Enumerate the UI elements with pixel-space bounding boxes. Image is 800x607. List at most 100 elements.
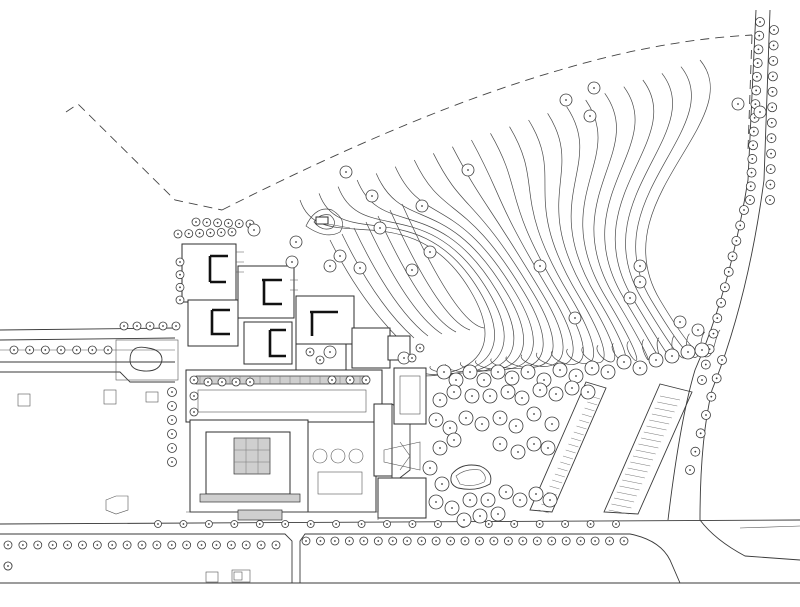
pond	[450, 464, 492, 490]
parking-stall	[622, 479, 643, 485]
tree	[583, 109, 597, 123]
tree	[422, 460, 438, 476]
contour-line	[509, 126, 594, 365]
tree	[446, 432, 462, 448]
tree	[664, 348, 680, 364]
tree	[25, 345, 35, 355]
tree	[716, 297, 726, 308]
roads	[0, 9, 800, 584]
tree	[739, 205, 749, 215]
parking-stall	[635, 449, 656, 455]
contour-line	[377, 215, 457, 333]
tree	[345, 375, 355, 385]
tree	[444, 500, 460, 516]
tree	[231, 377, 241, 387]
tree	[179, 520, 188, 528]
parking-lots	[529, 381, 693, 515]
tree	[3, 540, 13, 550]
tree	[526, 436, 542, 452]
tree	[417, 536, 427, 546]
tree	[92, 540, 102, 550]
tree	[432, 440, 448, 456]
tree	[731, 97, 745, 111]
tree	[680, 344, 696, 360]
contour-line	[337, 186, 505, 374]
tree	[383, 520, 391, 528]
contour-line	[593, 93, 649, 361]
oval-plaza	[115, 339, 179, 381]
tree	[535, 520, 544, 528]
tree	[564, 380, 580, 396]
tree	[632, 360, 648, 376]
tree	[697, 375, 707, 385]
tree	[706, 391, 717, 402]
tree	[691, 323, 705, 337]
tree	[752, 71, 762, 82]
tree	[561, 520, 570, 528]
tree	[542, 492, 558, 508]
tree	[500, 384, 516, 400]
tree	[333, 249, 347, 263]
tree	[223, 218, 233, 228]
tree	[167, 429, 177, 439]
tree	[189, 407, 199, 417]
tree	[122, 540, 132, 550]
tree	[87, 345, 97, 355]
tree	[436, 364, 452, 380]
tree	[339, 165, 353, 179]
tree	[173, 229, 183, 239]
parking-stall	[649, 419, 670, 425]
contour-line	[452, 146, 564, 367]
tree	[247, 223, 261, 237]
tree	[766, 133, 777, 144]
tree	[306, 520, 315, 528]
parking-stall	[552, 479, 563, 484]
contour-line	[490, 133, 584, 365]
tree	[78, 540, 87, 550]
tree	[526, 406, 542, 422]
tree	[503, 536, 513, 546]
tree	[633, 275, 647, 289]
parking-stall	[654, 407, 675, 413]
tree	[748, 126, 759, 137]
tree	[767, 102, 778, 113]
tree	[514, 390, 530, 406]
tree	[561, 536, 571, 546]
tree	[197, 540, 206, 550]
tree	[226, 540, 236, 550]
tree	[428, 494, 444, 510]
tree	[361, 375, 371, 385]
parking-stall	[616, 491, 637, 497]
parking-stall	[576, 425, 587, 430]
tree	[213, 218, 223, 228]
tree	[9, 345, 19, 355]
tree	[711, 373, 722, 384]
tree	[767, 86, 778, 97]
tree	[720, 282, 730, 293]
tree	[189, 391, 199, 401]
tree	[145, 321, 155, 331]
tree	[431, 536, 441, 546]
contour-line	[365, 221, 443, 335]
tree	[492, 410, 508, 426]
tree	[552, 362, 568, 378]
contour-line	[341, 233, 415, 339]
tree	[446, 536, 455, 546]
tree	[353, 261, 367, 275]
tree	[490, 506, 506, 522]
tree	[271, 540, 281, 550]
tree	[753, 105, 767, 119]
tree	[428, 412, 444, 428]
tree	[532, 536, 542, 546]
trees	[3, 17, 779, 571]
tree	[373, 536, 383, 546]
tree	[48, 540, 58, 550]
tree	[735, 220, 746, 231]
tree	[323, 345, 337, 359]
tree	[533, 259, 547, 273]
tree	[175, 270, 185, 280]
tree	[754, 30, 765, 41]
tree	[747, 154, 758, 164]
tree	[472, 508, 488, 524]
tree	[518, 536, 528, 546]
